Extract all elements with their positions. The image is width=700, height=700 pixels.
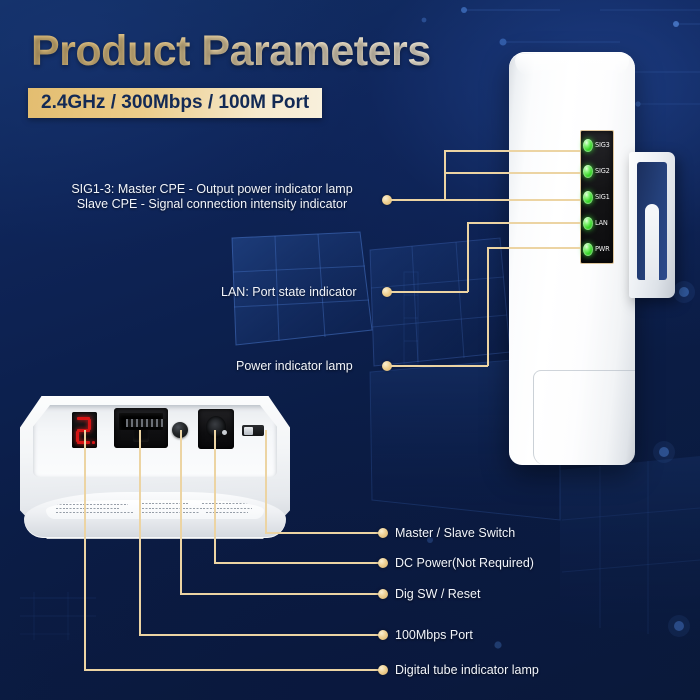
lan-port-leader-vertical (139, 430, 141, 635)
lan-leader-horizontal-2 (467, 222, 580, 224)
tube-callout-dot (378, 665, 388, 675)
switch-leader-horizontal (265, 532, 383, 534)
led-row-pwr: PWR (583, 238, 613, 260)
sig1-leader-horizontal (391, 199, 580, 201)
lan-leader-vertical (467, 222, 469, 292)
spec-banner: 2.4GHz / 300Mbps / 100M Port (28, 88, 323, 118)
reset-callout-dot (378, 589, 388, 599)
rj45-throat (119, 413, 166, 430)
led-pwr-icon (583, 242, 593, 256)
sig2-leader-horizontal (444, 172, 580, 174)
led-lan-label: LAN (595, 219, 608, 227)
power-indicator-callout: Power indicator lamp (236, 359, 353, 373)
led-sig2-label: SIG2 (595, 167, 610, 175)
led-sig1-icon (583, 190, 593, 204)
lan-indicator-callout: LAN: Port state indicator (221, 285, 357, 299)
sig-callout-line1: SIG1-3: Master CPE - Output power indica… (71, 182, 353, 196)
led-sig3-label: SIG3 (595, 141, 610, 149)
cpe-bracket-slot (645, 204, 659, 280)
led-indicator-panel: SIG3 SIG2 SIG1 LAN PWR (580, 130, 614, 264)
led-row-sig2: SIG2 (583, 160, 613, 182)
switch-toggle-icon (243, 426, 253, 435)
tube-leader-vertical (84, 430, 86, 670)
led-row-sig3: SIG3 (583, 134, 613, 156)
digital-tube-callout: Digital tube indicator lamp (395, 663, 539, 677)
reset-leader-vertical (180, 430, 182, 594)
cpe-mounting-bracket (629, 152, 675, 298)
pwr-leader-horizontal-2 (487, 247, 580, 249)
lan-port-callout-dot (378, 630, 388, 640)
pwr-leader-vertical (487, 247, 489, 366)
dc-callout-dot (378, 558, 388, 568)
led-pwr-label: PWR (595, 245, 610, 253)
reset-leader-horizontal (180, 593, 383, 595)
cpe-body (509, 52, 635, 465)
bg-panel-lower-right (560, 456, 700, 640)
cpe-seam-line (533, 370, 635, 465)
led-sig3-icon (583, 138, 593, 152)
sig3-leader-horizontal (444, 150, 580, 152)
sig-callout-dot (382, 195, 392, 205)
tube-leader-horizontal (84, 669, 383, 671)
cpe-rear-panel-device (20, 396, 290, 539)
rj45-pins (126, 419, 166, 427)
dc-jack-pin (222, 430, 227, 435)
lan-leader-horizontal-1 (391, 291, 468, 293)
led-row-lan: LAN (583, 212, 613, 234)
dc-power-callout: DC Power(Not Required) (395, 556, 534, 570)
bg-panel-mid (369, 237, 511, 367)
cpe-device-front: SIG3 SIG2 SIG1 LAN PWR (509, 52, 675, 465)
dc-leader-vertical (214, 430, 216, 563)
lan-callout-dot (382, 287, 392, 297)
page-title: Product Parameters (31, 27, 431, 75)
led-row-sig1: SIG1 (583, 186, 613, 208)
led-lan-icon (583, 216, 593, 230)
led-sig2-icon (583, 164, 593, 178)
sig-indicator-callout: SIG1-3: Master CPE - Output power indica… (52, 182, 372, 212)
bg-grid-mid-right (403, 271, 419, 365)
led-sig1-label: SIG1 (595, 193, 610, 201)
master-slave-switch-callout: Master / Slave Switch (395, 526, 516, 540)
pwr-leader-horizontal-1 (391, 365, 488, 367)
pwr-callout-dot (382, 361, 392, 371)
spec-banner-label: 2.4GHz / 300Mbps / 100M Port (41, 92, 310, 113)
dc-power-jack (198, 409, 234, 449)
lan-port-leader-horizontal (139, 634, 383, 636)
rj45-latch-notch (133, 430, 149, 442)
dc-leader-horizontal (214, 562, 383, 564)
lan-port-callout: 100Mbps Port (395, 628, 473, 642)
cpe-regulatory-label (46, 500, 264, 519)
rj45-lan-port (114, 408, 168, 448)
sig-callout-line2: Slave CPE - Signal connection intensity … (76, 197, 348, 211)
switch-callout-dot (378, 528, 388, 538)
cpe-top-bevel (515, 54, 629, 76)
sig-leader-vertical-up (444, 150, 446, 200)
dig-sw-reset-callout: Dig SW / Reset (395, 587, 481, 601)
switch-leader-vertical (265, 430, 267, 533)
master-slave-switch[interactable] (242, 425, 264, 436)
dc-jack-barrel (206, 416, 227, 438)
